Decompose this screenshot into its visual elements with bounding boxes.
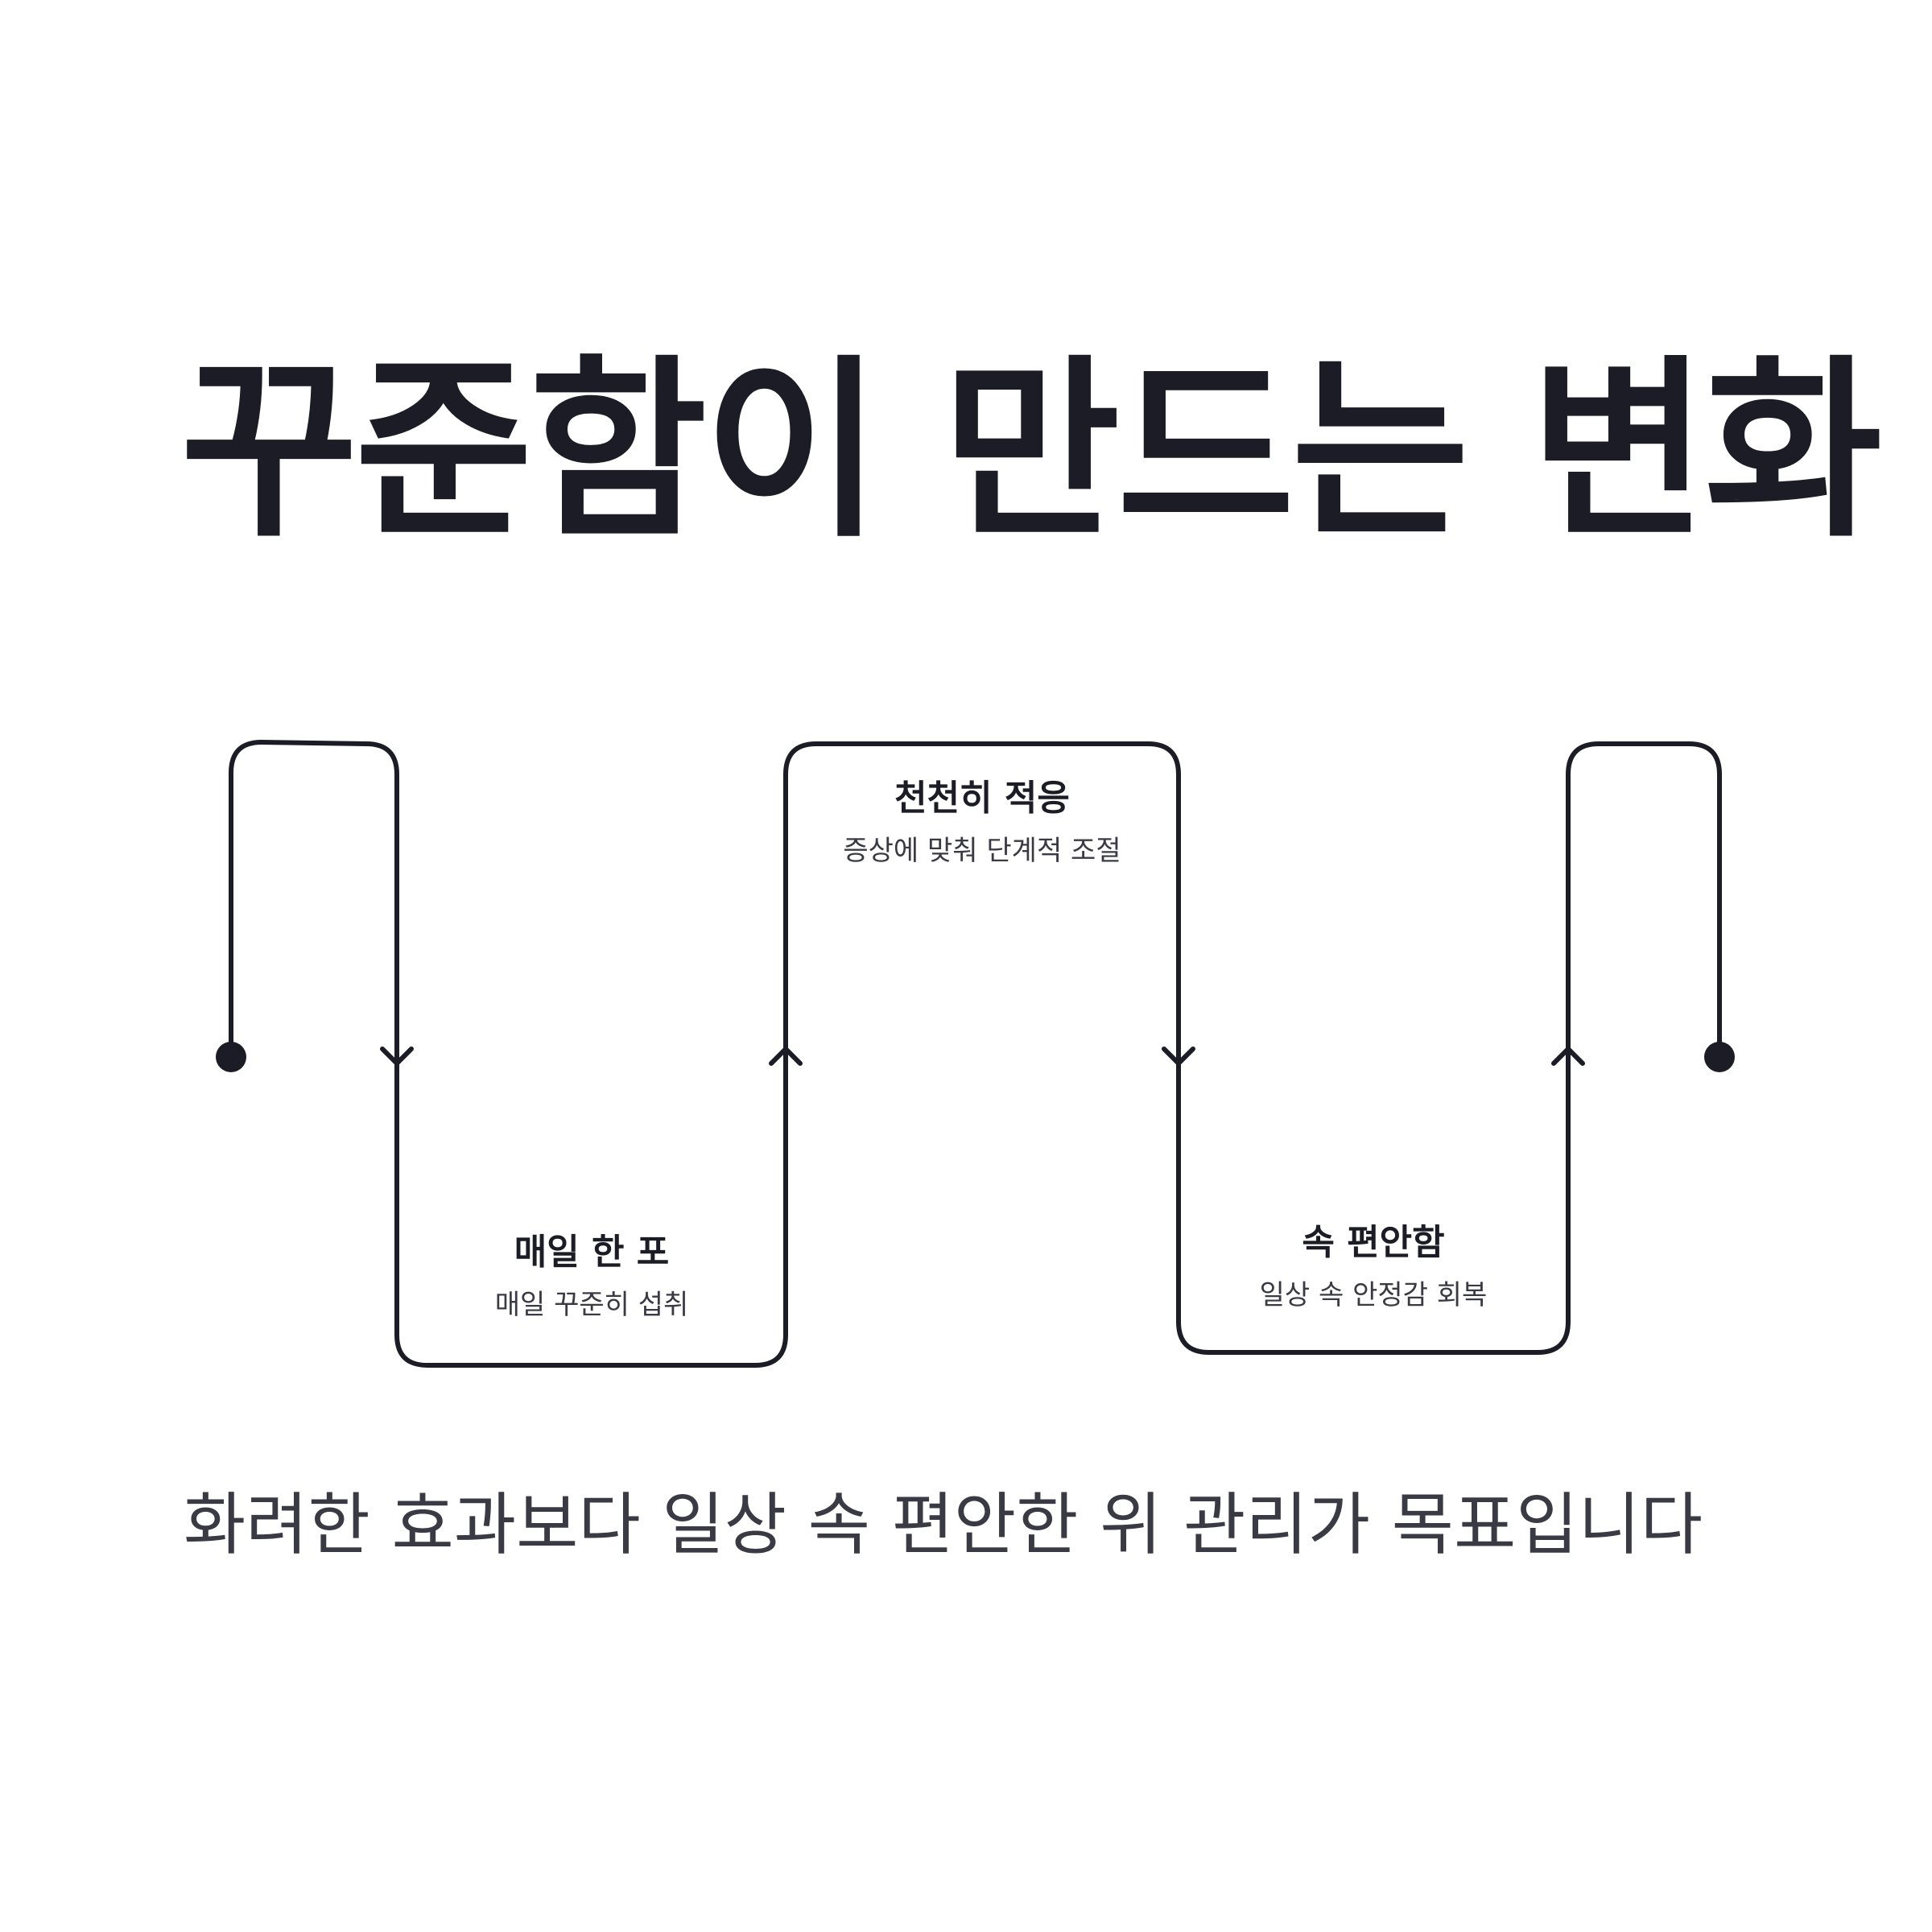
- step-description: 일상 속 안정감 회복: [1259, 1278, 1488, 1311]
- arrow-down-icon: [380, 1046, 414, 1066]
- flow-path: [229, 740, 1722, 1368]
- arrow-up-icon: [769, 1046, 803, 1066]
- step-label: 속 편안함: [1302, 1222, 1445, 1263]
- page-title: 꾸준함이 만드는 변화: [180, 338, 1882, 564]
- end-dot: [1704, 1042, 1735, 1072]
- step-label: 매일 한 포: [514, 1232, 670, 1273]
- step-stomach-comfort: 속 편안함 일상 속 안정감 회복: [1180, 1222, 1567, 1312]
- start-dot: [216, 1042, 246, 1072]
- arrow-up-icon: [1551, 1046, 1585, 1066]
- step-description: 증상에 맞춰 단계적 조절: [843, 834, 1121, 867]
- step-slow-adaptation: 천천히 적응 증상에 맞춰 단계적 조절: [789, 778, 1175, 868]
- arrow-down-icon: [1162, 1046, 1195, 1066]
- step-daily-dose: 매일 한 포 매일 꾸준히 섭취: [398, 1232, 785, 1322]
- footer-caption: 화려한 효과보다 일상 속 편안한 위 관리가 목표입니다: [184, 1485, 1703, 1564]
- step-label: 천천히 적응: [894, 778, 1070, 819]
- step-description: 매일 꾸준히 섭취: [494, 1288, 689, 1321]
